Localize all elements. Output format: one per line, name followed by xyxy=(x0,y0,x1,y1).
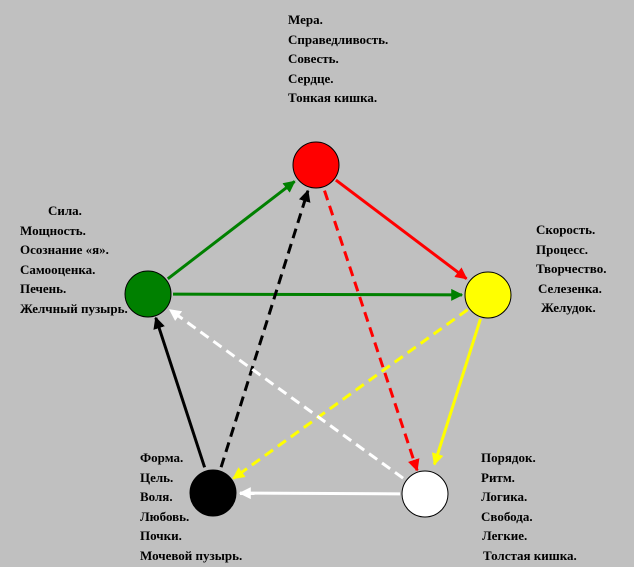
label-line: Цель. xyxy=(140,469,174,485)
label-block-yellow: Скорость. Процесс. Творчество. Селезенка… xyxy=(536,220,606,318)
label-line: Процесс. xyxy=(536,241,589,257)
label-line: Скорость. xyxy=(536,222,596,237)
node-yellow-circle xyxy=(464,271,512,319)
arrow-yellow-to-white xyxy=(431,318,482,466)
nodes-layer xyxy=(124,141,512,518)
label-line: Осознание «я». xyxy=(20,242,109,257)
arrow-green-to-red xyxy=(166,180,296,280)
label-line: Форма. xyxy=(140,450,184,465)
label-line: Свобода. xyxy=(481,508,533,524)
label-line: Любовь. xyxy=(140,508,190,524)
label-line: Толстая кишка. xyxy=(483,547,577,563)
label-line: Логика. xyxy=(481,489,528,504)
label-line: Тонкая кишка. xyxy=(288,90,378,105)
arrow-yellow-to-black xyxy=(232,308,469,480)
arrow-red-to-white xyxy=(323,190,420,472)
label-line: Мощность. xyxy=(20,222,86,238)
edges-layer xyxy=(153,178,482,500)
arrow-white-to-black xyxy=(238,487,401,500)
label-block-black: Форма. Цель. Воля. Любовь. Почки. Мочево… xyxy=(140,448,242,565)
node-white-circle xyxy=(401,470,449,518)
label-line: Сердце. xyxy=(288,70,334,86)
node-green-circle xyxy=(124,270,172,318)
arrow-red-to-yellow xyxy=(334,178,468,280)
label-line: Мочевой пузырь. xyxy=(140,547,243,563)
label-line: Справедливость. xyxy=(288,31,389,47)
label-line: Легкие. xyxy=(482,528,528,543)
arrow-green-to-yellow xyxy=(172,288,464,301)
label-line: Порядок. xyxy=(481,450,536,465)
label-line: Желчный пузырь. xyxy=(20,300,128,316)
label-block-white: Порядок. Ритм. Логика. Свобода. Легкие. … xyxy=(481,448,577,565)
label-block-green: Сила. Мощность. Осознание «я». Самооценк… xyxy=(20,201,128,318)
label-line: Желудок. xyxy=(541,300,596,315)
arrow-black-to-green xyxy=(153,316,207,468)
label-line: Самооценка. xyxy=(20,261,96,277)
node-black-circle xyxy=(189,469,237,517)
label-line: Ритм. xyxy=(481,469,515,485)
label-line: Мера. xyxy=(288,12,323,27)
arrow-black-to-red xyxy=(219,189,311,468)
label-line: Почки. xyxy=(140,528,182,543)
node-red-circle xyxy=(292,141,340,189)
label-line: Печень. xyxy=(20,281,67,296)
label-line: Творчество. xyxy=(536,261,607,276)
label-line: Воля. xyxy=(140,489,173,504)
label-line: Совесть. xyxy=(288,51,339,66)
label-line: Селезенка. xyxy=(538,280,602,296)
label-line: Сила. xyxy=(48,203,82,218)
label-block-red: Мера. Справедливость. Совесть. Сердце. Т… xyxy=(288,10,388,108)
